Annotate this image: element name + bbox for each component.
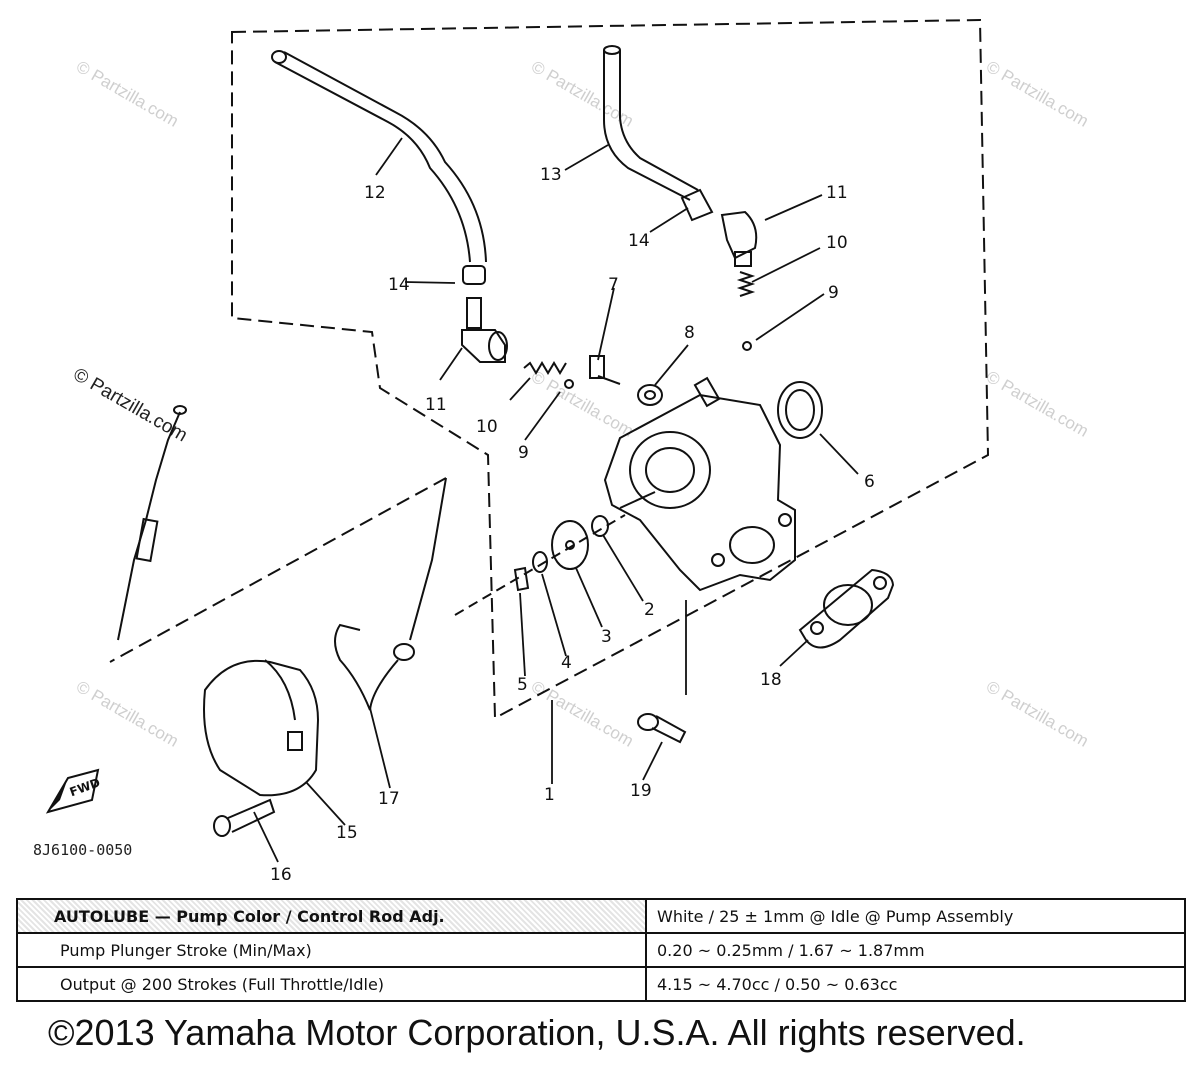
watermark: © Partzilla.com xyxy=(528,677,637,751)
callout-19: 19 xyxy=(630,781,652,801)
callout-9b: 9 xyxy=(828,283,839,303)
callout-10: 10 xyxy=(476,417,498,437)
watermark: © Partzilla.com xyxy=(73,677,182,751)
table-row: Output @ 200 Strokes (Full Throttle/Idle… xyxy=(16,966,1186,1002)
watermark: © Partzilla.com xyxy=(983,367,1092,441)
watermark: © Partzilla.com xyxy=(983,57,1092,131)
table-row: AUTOLUBE — Pump Color / Control Rod Adj.… xyxy=(16,898,1186,934)
callout-7: 7 xyxy=(608,275,619,295)
oil-pump-body xyxy=(603,376,796,592)
callouts: 12 14 11 10 9 13 14 11 10 9 7 8 6 2 3 4 … xyxy=(270,165,875,885)
fitting-11-left xyxy=(461,297,508,363)
small-hardware xyxy=(589,355,823,439)
pump-cover-15 xyxy=(203,659,320,797)
spec-label: AUTOLUBE — Pump Color / Control Rod Adj. xyxy=(16,898,647,934)
leader-lines xyxy=(253,137,859,863)
autolube-spec-table: AUTOLUBE — Pump Color / Control Rod Adj.… xyxy=(16,898,1186,1002)
callout-18: 18 xyxy=(760,670,782,690)
callout-3: 3 xyxy=(601,627,612,647)
callout-17: 17 xyxy=(378,789,400,809)
watermark: © Partzilla.com xyxy=(73,57,182,131)
callout-13: 13 xyxy=(540,165,562,185)
spec-value: 0.20 ~ 0.25mm / 1.67 ~ 1.87mm xyxy=(645,932,1186,968)
hose-12 xyxy=(271,50,487,285)
callout-2: 2 xyxy=(644,600,655,620)
watermark: © Partzilla.com xyxy=(528,367,637,441)
fwd-arrow: FWD xyxy=(45,768,102,814)
spec-value: 4.15 ~ 4.70cc / 0.50 ~ 0.63cc xyxy=(645,966,1186,1002)
callout-14: 14 xyxy=(388,275,410,295)
callout-9: 9 xyxy=(518,443,529,463)
callout-4: 4 xyxy=(561,653,572,673)
spec-label: Pump Plunger Stroke (Min/Max) xyxy=(16,932,647,968)
spec-value: White / 25 ± 1mm @ Idle @ Pump Assembly xyxy=(645,898,1186,934)
hose-13 xyxy=(603,45,699,201)
callout-11: 11 xyxy=(425,395,447,415)
callout-5: 5 xyxy=(517,675,528,695)
watermark: © Partzilla.com xyxy=(983,677,1092,751)
callout-8: 8 xyxy=(684,323,695,343)
callout-15: 15 xyxy=(336,823,358,843)
bolt-16 xyxy=(213,798,276,837)
cable-17 xyxy=(334,477,447,711)
spec-label: Output @ 200 Strokes (Full Throttle/Idle… xyxy=(16,966,647,1002)
bolt-19 xyxy=(637,713,687,744)
assembly-boundary xyxy=(109,18,990,720)
copyright-notice: ©2013 Yamaha Motor Corporation, U.S.A. A… xyxy=(48,1012,1026,1053)
spring-check-valves xyxy=(523,271,756,389)
gasket-18 xyxy=(798,568,895,649)
drive-parts xyxy=(454,514,626,616)
part-code: 8J6100-0050 xyxy=(33,841,132,859)
throttle-cable xyxy=(117,405,187,641)
fitting-11-right xyxy=(680,188,758,267)
parts-diagram: © Partzilla.com © Partzilla.com © Partzi… xyxy=(33,18,1092,885)
watermark: © Partzilla.com xyxy=(70,364,191,446)
callout-14b: 14 xyxy=(628,231,650,251)
callout-10b: 10 xyxy=(826,233,848,253)
callout-16: 16 xyxy=(270,865,292,885)
callout-6: 6 xyxy=(864,472,875,492)
callout-11b: 11 xyxy=(826,183,848,203)
table-row: Pump Plunger Stroke (Min/Max) 0.20 ~ 0.2… xyxy=(16,932,1186,968)
callout-1: 1 xyxy=(544,785,555,805)
callout-12: 12 xyxy=(364,183,386,203)
